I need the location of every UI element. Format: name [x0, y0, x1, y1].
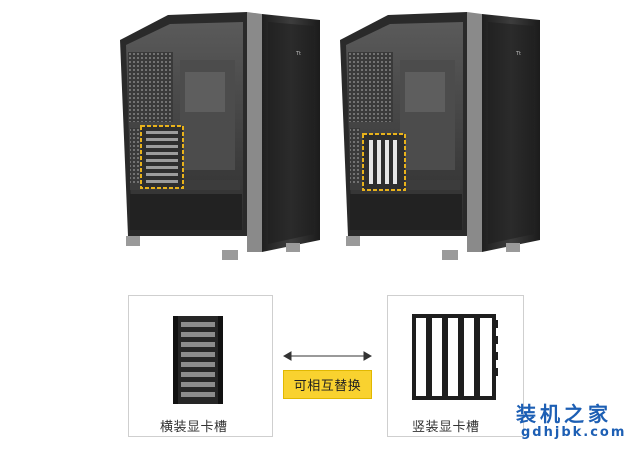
swap-arrow-icon — [282, 351, 373, 361]
svg-text:Tt: Tt — [295, 51, 301, 57]
horizontal-slot-highlight — [140, 125, 184, 189]
vertical-slot-bars — [369, 140, 397, 184]
horizontal-slot-bars — [146, 131, 178, 183]
watermark-url: gdhjbk.com — [521, 425, 627, 440]
svg-text:Tt: Tt — [515, 51, 521, 57]
horizontal-bracket-image — [173, 316, 223, 404]
option-horizontal-box — [128, 295, 273, 437]
vertical-bracket-image — [412, 314, 498, 400]
watermark-brand: 装机之家 — [516, 402, 612, 426]
horizontal-slot-caption: 横装显卡槽 — [160, 420, 228, 435]
interchangeable-badge: 可相互替换 — [283, 370, 372, 399]
vertical-slot-caption: 竖装显卡槽 — [412, 420, 480, 435]
option-vertical-box — [387, 295, 524, 437]
